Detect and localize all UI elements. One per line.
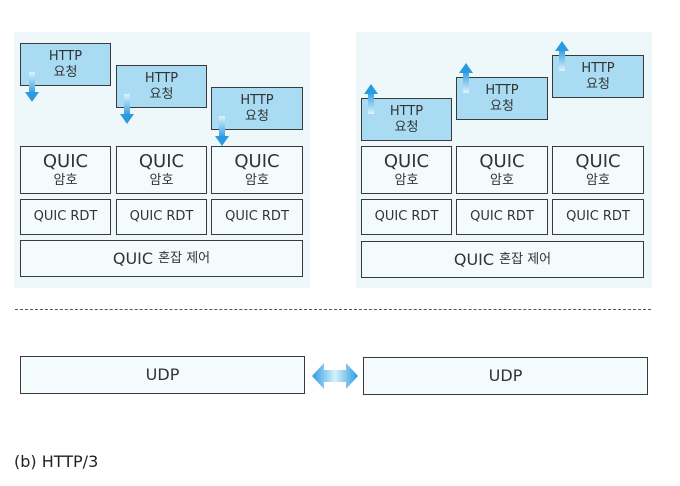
left-quic-crypto-1: QUIC 암호	[20, 146, 111, 194]
left-quic-congestion-control: QUIC 혼잡 제어	[20, 240, 303, 277]
congestion-label: QUIC	[112, 248, 154, 268]
left-quic-crypto-2: QUIC 암호	[116, 146, 207, 194]
right-http-request-3: HTTP 요청	[552, 55, 644, 98]
down-arrow-icon	[120, 94, 134, 124]
right-http-request-1: HTTP 요청	[361, 98, 452, 141]
left-quic-rdt-2: QUIC RDT	[116, 199, 207, 235]
up-arrow-icon	[555, 41, 569, 71]
right-quic-crypto-3: QUIC 암호	[552, 146, 644, 194]
request-label: HTTP	[144, 70, 179, 86]
congestion-label: 혼잡 제어	[499, 251, 552, 267]
crypto-label: 암호	[245, 173, 269, 188]
request-label: HTTP	[240, 92, 274, 108]
request-label: 요청	[53, 64, 78, 80]
crypto-label: 암호	[149, 173, 174, 188]
crypto-label: QUIC	[479, 151, 525, 173]
bidirectional-arrow-icon	[312, 363, 358, 389]
up-arrow-icon	[364, 84, 378, 114]
right-quic-rdt-3: QUIC RDT	[552, 199, 644, 235]
request-label: 요청	[394, 119, 419, 135]
crypto-label: 암호	[53, 173, 78, 188]
request-label: HTTP	[389, 103, 424, 119]
crypto-label: QUIC	[42, 151, 89, 173]
udp-label: UDP	[145, 365, 180, 385]
layer-divider	[15, 309, 651, 310]
right-quic-rdt-2: QUIC RDT	[456, 199, 548, 235]
rdt-label: QUIC RDT	[129, 209, 194, 225]
down-arrow-icon	[215, 116, 229, 146]
right-quic-congestion-control: QUIC 혼잡 제어	[361, 241, 644, 278]
crypto-label: 암호	[586, 173, 610, 188]
crypto-label: QUIC	[383, 151, 430, 173]
right-quic-crypto-1: QUIC 암호	[361, 146, 452, 194]
rdt-label: QUIC RDT	[374, 209, 439, 225]
crypto-label: 암호	[490, 173, 514, 188]
crypto-label: QUIC	[234, 151, 280, 173]
crypto-label: 암호	[394, 173, 419, 188]
right-http-request-2: HTTP 요청	[456, 77, 548, 120]
request-label: HTTP	[485, 82, 519, 98]
udp-label: UDP	[488, 366, 523, 386]
congestion-label: 혼잡 제어	[158, 250, 211, 266]
left-http-request-1: HTTP 요청	[20, 43, 111, 86]
right-quic-rdt-1: QUIC RDT	[361, 199, 452, 235]
rdt-label: QUIC RDT	[470, 209, 534, 225]
request-label: HTTP	[48, 48, 83, 64]
request-label: 요청	[586, 76, 610, 92]
left-quic-rdt-3: QUIC RDT	[211, 199, 303, 235]
right-quic-crypto-2: QUIC 암호	[456, 146, 548, 194]
rdt-label: QUIC RDT	[33, 209, 98, 225]
left-quic-crypto-3: QUIC 암호	[211, 146, 303, 194]
request-label: 요청	[490, 98, 514, 114]
down-arrow-icon	[25, 72, 39, 102]
request-label: HTTP	[581, 60, 615, 76]
crypto-label: QUIC	[138, 151, 185, 173]
right-udp: UDP	[363, 357, 648, 395]
rdt-label: QUIC RDT	[225, 209, 289, 225]
left-http-request-3: HTTP 요청	[211, 87, 303, 130]
congestion-label: QUIC	[453, 249, 495, 269]
left-http-request-2: HTTP 요청	[116, 65, 207, 108]
request-label: 요청	[149, 86, 174, 102]
figure-caption: (b) HTTP/3	[14, 452, 99, 471]
up-arrow-icon	[459, 63, 473, 93]
rdt-label: QUIC RDT	[566, 209, 630, 225]
left-udp: UDP	[20, 356, 305, 394]
request-label: 요청	[245, 108, 269, 124]
left-quic-rdt-1: QUIC RDT	[20, 199, 111, 235]
crypto-label: QUIC	[575, 151, 621, 173]
